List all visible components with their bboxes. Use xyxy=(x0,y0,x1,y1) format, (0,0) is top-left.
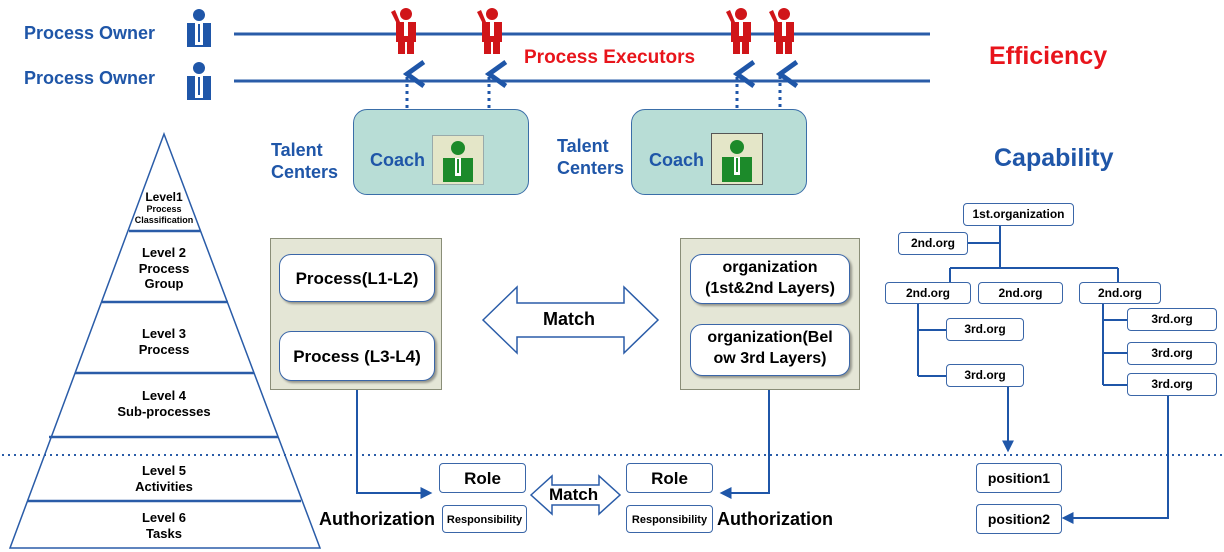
org-second-box: 2nd.org xyxy=(898,232,968,255)
level-1: Level1 Process Classification xyxy=(114,190,214,225)
level-subtitle: Process Group xyxy=(138,260,190,292)
efficiency-label: Efficiency xyxy=(989,42,1108,70)
tree-to-position2 xyxy=(1061,396,1169,524)
level-6: Level 6 Tasks xyxy=(94,510,234,541)
level-4: Level 4 Sub-processes xyxy=(94,388,234,419)
level-subtitle: Tasks xyxy=(146,525,182,541)
org-second-box: 2nd.org xyxy=(978,282,1063,304)
process-l1-l2-box: Process(L1-L2) xyxy=(279,254,435,302)
process-executors-label: Process Executors xyxy=(524,47,696,68)
level-title: Level 3 xyxy=(141,326,187,341)
executor-person-icon xyxy=(477,8,502,54)
role-box-left: Role xyxy=(439,463,526,493)
org-third-box: 3rd.org xyxy=(1127,308,1217,331)
capability-label: Capability xyxy=(994,144,1114,172)
responsibility-box-left: Responsibility xyxy=(442,505,527,533)
big-match-arrow xyxy=(481,285,660,355)
level-subtitle: Process xyxy=(138,341,190,357)
org-third-box: 3rd.org xyxy=(1127,373,1217,396)
coach-person-icon xyxy=(722,140,752,182)
level-title: Level 5 xyxy=(141,463,187,478)
responsibility-box-right: Responsibility xyxy=(626,505,713,533)
small-match-arrow xyxy=(529,474,622,516)
owner-person-icon xyxy=(187,9,211,47)
org-second-box: 2nd.org xyxy=(885,282,971,304)
org-second-box: 2nd.org xyxy=(1079,282,1161,304)
pyramid xyxy=(8,131,322,549)
match-label-small: Match xyxy=(549,485,599,504)
executor-person-icon xyxy=(391,8,416,54)
authorization-label-right: Authorization xyxy=(717,509,833,529)
level-2: Level 2 Process Group xyxy=(104,245,224,292)
coach-avatar-1 xyxy=(432,135,484,185)
org-to-role-connector xyxy=(719,377,770,499)
process-to-role-connector xyxy=(356,382,433,499)
level-title: Level1 xyxy=(145,190,183,204)
process-owner-label-1: Process Owner xyxy=(24,23,156,43)
level-5: Level 5 Activities xyxy=(94,463,234,494)
coach-avatar-2 xyxy=(711,133,763,185)
executor-person-icon xyxy=(769,8,794,54)
level-title: Level 6 xyxy=(141,510,187,525)
organization-below-box: organization(Bel ow 3rd Layers) xyxy=(690,324,850,376)
org-root-box: 1st.organization xyxy=(963,203,1074,226)
org-third-box: 3rd.org xyxy=(946,364,1024,387)
executor-person-icon xyxy=(726,8,751,54)
level-3: Level 3 Process xyxy=(104,326,224,357)
coach-label-1: Coach xyxy=(370,150,426,170)
level-title: Level 2 xyxy=(141,245,187,260)
org-third-box: 3rd.org xyxy=(946,318,1024,341)
process-owner-label-2: Process Owner xyxy=(24,68,156,88)
role-box-right: Role xyxy=(626,463,713,493)
talent-centers-label-2: Talent Centers xyxy=(557,136,625,178)
process-l3-l4-box: Process (L3-L4) xyxy=(279,331,435,381)
match-label-big: Match xyxy=(543,309,596,329)
level-subtitle: Sub-processes xyxy=(117,403,211,419)
level-subtitle: Activities xyxy=(135,478,193,494)
organization-layers-box: organization (1st&2nd Layers) xyxy=(690,254,850,304)
position2-box: position2 xyxy=(976,504,1062,534)
authorization-label-left: Authorization xyxy=(319,509,435,529)
owner-person-icon xyxy=(187,62,211,100)
talent-centers-label-1: Talent Centers xyxy=(271,140,339,182)
coach-person-icon xyxy=(443,141,473,182)
level-subtitle: Process Classification xyxy=(134,204,194,225)
coach-label-2: Coach xyxy=(649,150,705,170)
org-third-box: 3rd.org xyxy=(1127,342,1217,365)
position1-box: position1 xyxy=(976,463,1062,493)
level-title: Level 4 xyxy=(141,388,187,403)
